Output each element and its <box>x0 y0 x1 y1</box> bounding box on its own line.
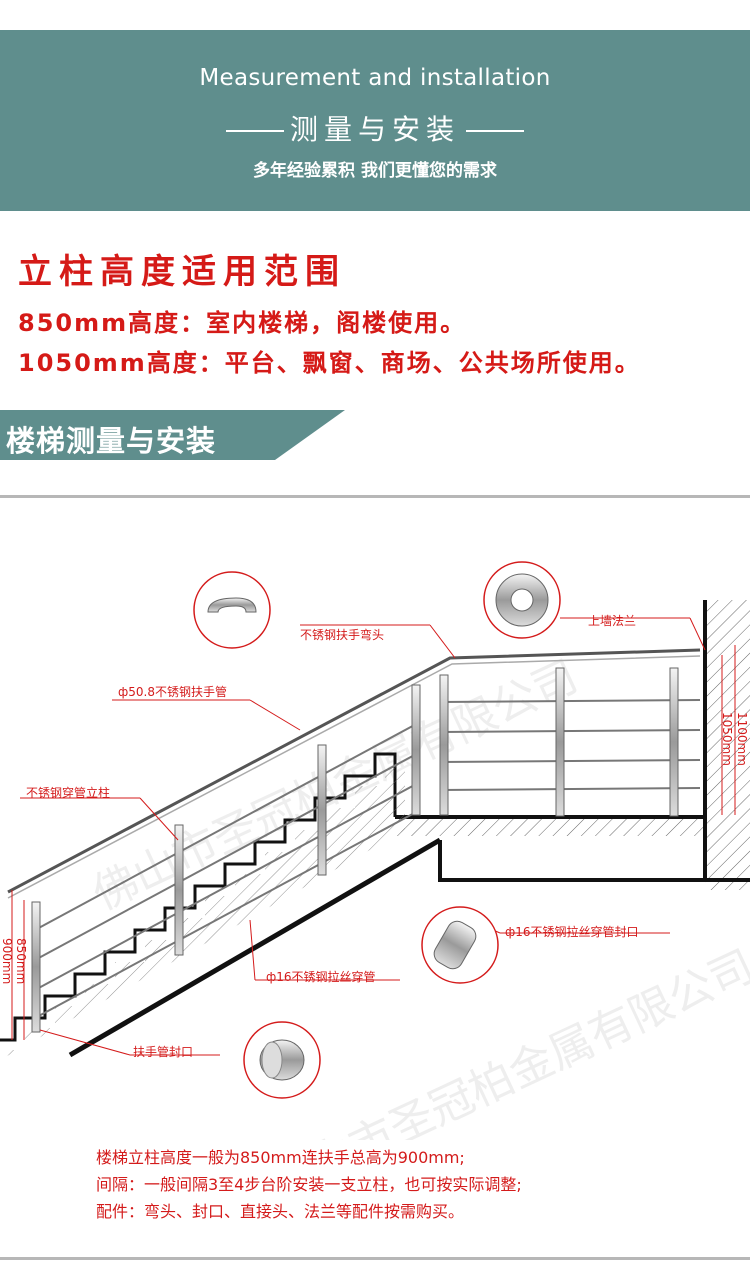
posts <box>31 667 679 1033</box>
section-header-tab: 楼梯测量与安装 <box>0 410 345 460</box>
handrail <box>7 648 701 894</box>
landing-edge <box>395 815 750 882</box>
label-pipe-cap: ф16不锈钢拉丝穿管封口 <box>505 925 639 939</box>
crossbars <box>34 699 701 1019</box>
post-height-title: 立柱高度适用范围 <box>18 252 346 292</box>
label-crossbar: ф16不锈钢拉丝穿管 <box>266 970 376 984</box>
divider-top <box>0 495 750 498</box>
range-line-1050: 1050mm高度：平台、飘窗、商场、公共场所使用。 <box>18 349 641 377</box>
banner-subtitle: 多年经验累积 我们更懂您的需求 <box>253 161 497 181</box>
label-handrail-pipe: ф50.8不锈钢扶手管 <box>118 685 227 699</box>
section-title: 楼梯测量与安装 <box>6 424 217 458</box>
divider-bottom <box>0 1257 750 1260</box>
section-tab-shape <box>0 410 345 460</box>
note-line-1: 楼梯立柱高度一般为850mm连扶手总高为900mm; <box>96 1148 465 1167</box>
handrail-cap-circle <box>243 1021 321 1099</box>
top-margin <box>0 0 750 30</box>
installation-notes: 楼梯立柱高度一般为850mm连扶手总高为900mm; 间隔：一般间隔3至4步台阶… <box>96 1144 522 1225</box>
banner-english-title: Measurement and installation <box>199 65 551 91</box>
landing-hatch <box>395 818 705 836</box>
flange-circle <box>483 561 561 639</box>
elbow-circle <box>193 571 271 649</box>
wall-hatch <box>705 600 750 890</box>
stair-railing-diagram: 佛山市圣冠柏金属有限公司 佛山市圣冠柏金属有限公司 <box>0 540 750 1210</box>
handrail-shadow <box>7 655 701 899</box>
banner-chinese-title-text: 测量与安装 <box>289 113 460 146</box>
banner-chinese-title: 测量与安装 <box>0 108 750 148</box>
label-post: 不锈钢穿管立柱 <box>26 786 111 800</box>
landing-underside <box>438 840 705 882</box>
dim-850: 850mm <box>14 938 28 985</box>
stair-hatch <box>0 764 405 1060</box>
title-dash-left <box>225 130 284 132</box>
dim-900: 900mm <box>0 938 14 985</box>
header-banner: Measurement and installation 测量与安装 多年经验累… <box>0 30 750 211</box>
stair-underside <box>68 837 442 1058</box>
dim-1050: 1050mm <box>720 712 734 766</box>
leader-lines <box>20 617 706 1056</box>
note-line-3: 配件：弯头、封口、直接头、法兰等配件按需购买。 <box>96 1202 465 1221</box>
label-wall-flange: 上墙法兰 <box>588 614 637 628</box>
label-elbow: 不锈钢扶手弯头 <box>300 628 385 642</box>
title-dash-right <box>466 130 524 132</box>
note-line-2: 间隔：一般间隔3至4步台阶安装一支立柱，也可按实际调整; <box>96 1175 522 1194</box>
stair-steps <box>0 752 397 1042</box>
pipe-cap-circle <box>421 906 499 984</box>
range-line-850: 850mm高度：室内楼梯，阁楼使用。 <box>18 309 467 337</box>
label-handrail-cap: 扶手管封口 <box>133 1045 194 1059</box>
dim-1100: 1100mm <box>735 712 749 766</box>
